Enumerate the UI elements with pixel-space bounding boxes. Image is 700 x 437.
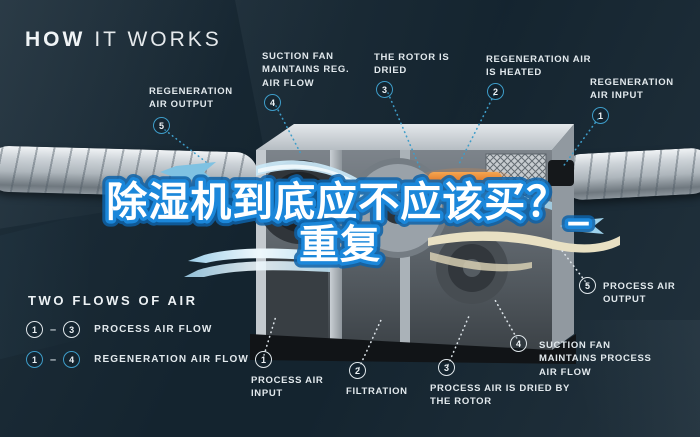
legend-label-regeneration: REGENERATION AIR FLOW bbox=[94, 354, 249, 365]
title-light: IT WORKS bbox=[94, 28, 222, 51]
legend-badge-to: 3 bbox=[63, 321, 81, 338]
legend-dash: – bbox=[50, 353, 57, 366]
badge-process-1: 1 bbox=[255, 351, 272, 368]
legend-row-process-air-flow: 1 – 3 PROCESS AIR FLOW bbox=[26, 321, 212, 338]
airflow-arrow-duct-right bbox=[560, 218, 604, 234]
legend-label-process: PROCESS AIR FLOW bbox=[94, 324, 213, 335]
badge-number: 3 bbox=[443, 362, 449, 373]
leader-line-reg-2 bbox=[457, 94, 495, 167]
airflow-arrow-cream bbox=[430, 252, 532, 272]
badge-number: 1 bbox=[597, 110, 603, 121]
leader-line-proc-2 bbox=[358, 319, 382, 369]
legend-badge-from: 1 bbox=[26, 351, 43, 368]
badge-regeneration-5: 5 bbox=[153, 117, 170, 134]
airflow-arrows bbox=[160, 160, 620, 277]
legend-badge-from: 1 bbox=[26, 321, 43, 338]
badge-number: 4 bbox=[69, 354, 75, 365]
legend-heading: TWO FLOWS OF AIR bbox=[28, 293, 198, 308]
airflow-arrow-exit bbox=[188, 248, 330, 263]
badge-number: 4 bbox=[269, 97, 275, 108]
heater-element bbox=[428, 172, 502, 185]
label-regeneration-air-output: REGENERATION AIR OUTPUT bbox=[149, 86, 233, 111]
badge-number: 1 bbox=[260, 354, 266, 365]
leader-line-proc-4 bbox=[494, 299, 520, 343]
badge-process-2: 2 bbox=[349, 362, 366, 379]
airflow-arrow-regeneration bbox=[430, 191, 552, 210]
badge-regeneration-2: 2 bbox=[487, 83, 504, 100]
badge-number: 3 bbox=[69, 324, 75, 335]
overlay-line1: 除湿机到底应不应该买？_ bbox=[106, 178, 590, 226]
leader-line-reg-3 bbox=[387, 92, 421, 169]
label-process-air-output: PROCESS AIR OUTPUT bbox=[603, 281, 676, 306]
badge-number: 1 bbox=[31, 324, 37, 335]
leader-line-proc-5 bbox=[559, 247, 589, 286]
label-suction-fan-process-air-flow: SUCTION FAN MAINTAINS PROCESS AIR FLOW bbox=[539, 340, 652, 378]
leader-line-reg-1 bbox=[561, 118, 599, 169]
label-the-rotor-is-dried: THE ROTOR IS DRIED bbox=[374, 52, 450, 77]
leader-line-proc-3 bbox=[447, 315, 470, 366]
badge-number: 4 bbox=[515, 338, 521, 349]
airflow-arrow-internal bbox=[342, 190, 420, 206]
label-filtration: FILTRATION bbox=[346, 386, 408, 397]
badge-regeneration-3: 3 bbox=[376, 81, 393, 98]
badge-number: 5 bbox=[158, 120, 164, 131]
label-regeneration-air-is-heated: REGENERATION AIR IS HEATED bbox=[486, 54, 592, 79]
leader-line-reg-4 bbox=[275, 105, 303, 157]
overlay-line2: 重复 bbox=[299, 222, 381, 268]
cabinet bbox=[250, 124, 576, 364]
badge-process-3: 3 bbox=[438, 359, 455, 376]
badge-process-5: 5 bbox=[579, 277, 596, 294]
machine-base bbox=[250, 334, 576, 364]
duct-opening bbox=[548, 160, 574, 186]
leader-line-reg-5 bbox=[164, 129, 207, 163]
badge-number: 2 bbox=[354, 365, 360, 376]
leader-line-proc-1 bbox=[263, 315, 277, 356]
airflow-arrow-exit bbox=[184, 261, 330, 277]
badge-regeneration-1: 1 bbox=[592, 107, 609, 124]
legend-dash: – bbox=[50, 323, 57, 336]
label-suction-fan-reg-air-flow: SUCTION FAN MAINTAINS REG. AIR FLOW bbox=[262, 51, 350, 89]
overlay-line2-outline: 重复 bbox=[299, 222, 381, 268]
label-regeneration-air-input: REGENERATION AIR INPUT bbox=[590, 77, 674, 102]
legend-row-regeneration-air-flow: 1 – 4 REGENERATION AIR FLOW bbox=[26, 351, 249, 368]
overlay-line1-outline: 除湿机到底应不应该买？_ bbox=[106, 178, 590, 226]
badge-number: 1 bbox=[31, 354, 37, 365]
airflow-arrow-cream bbox=[428, 231, 620, 253]
badge-regeneration-4: 4 bbox=[264, 94, 281, 111]
label-process-air-is-dried: PROCESS AIR IS DRIED BY THE ROTOR bbox=[430, 383, 570, 408]
badge-process-4: 4 bbox=[510, 335, 527, 352]
title-bold: HOW bbox=[25, 28, 86, 51]
badge-number: 3 bbox=[381, 84, 387, 95]
badge-number: 5 bbox=[584, 280, 590, 291]
legend-badge-to: 4 bbox=[63, 351, 81, 368]
label-process-air-input: PROCESS AIR INPUT bbox=[251, 375, 324, 400]
badge-number: 2 bbox=[492, 86, 498, 97]
airflow-arrow-duct-left bbox=[160, 162, 216, 182]
page-title: HOW IT WORKS bbox=[25, 28, 222, 52]
